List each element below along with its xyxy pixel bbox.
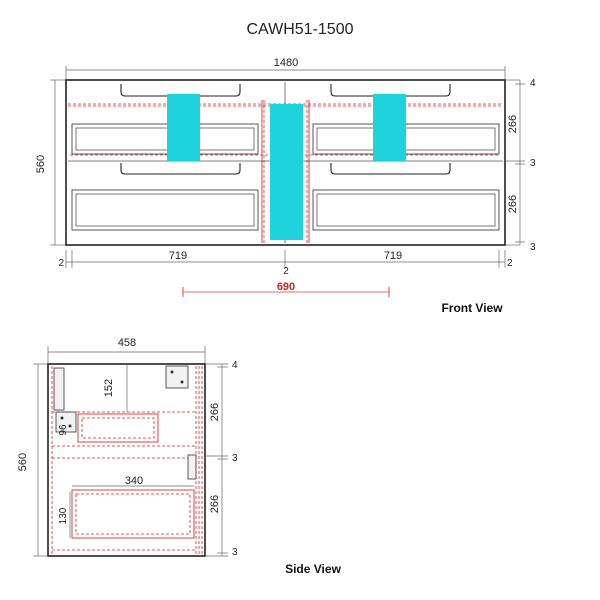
side-rear-wall-bracket — [53, 367, 65, 411]
front-plumbing-width-label: 690 — [277, 281, 295, 293]
front-top-gap-label: 4 — [530, 78, 536, 89]
front-left-edge-label: 2 — [58, 258, 64, 269]
front-upper-drawer-label: 266 — [507, 115, 519, 133]
side-view: 458 560 — [17, 337, 342, 576]
front-bottom-gap-label: 3 — [530, 242, 536, 253]
side-lower-drawer-depth-label: 340 — [125, 475, 143, 487]
side-upper-drawer-drop-label: 152 — [103, 379, 115, 397]
front-bottom-dimension-chain: 2 719 2 719 2 — [58, 250, 513, 277]
front-right-bay-label: 719 — [384, 250, 402, 262]
side-depth-label: 458 — [118, 337, 136, 349]
front-height-dimension: 560 — [35, 79, 66, 246]
side-mid-gap-label: 3 — [232, 453, 238, 464]
front-center-gap-label: 2 — [283, 266, 289, 277]
front-left-lower-handle — [120, 163, 241, 175]
side-right-dimension-chain: 4 266 3 266 3 — [205, 360, 238, 558]
side-lower-drawer-height-label: 130 — [58, 507, 69, 524]
side-bottom-gap-label: 3 — [232, 547, 238, 558]
front-plumbing-width-dimension: 690 — [182, 281, 390, 297]
side-runner-bracket — [187, 454, 197, 480]
front-mid-gap-label: 3 — [530, 158, 536, 169]
side-view-label: Side View — [285, 562, 341, 576]
side-height-label: 560 — [17, 453, 29, 471]
front-lower-drawer-label: 266 — [507, 195, 519, 213]
front-view: 1480 560 — [35, 57, 536, 315]
front-left-upper-drawer — [71, 123, 259, 155]
side-lower-drawer-label: 266 — [209, 495, 221, 513]
side-depth-dimension: 458 — [47, 337, 206, 364]
front-right-plumbing-zone — [373, 94, 406, 161]
front-right-lower-drawer — [312, 189, 500, 231]
front-cabinet-outline — [65, 79, 506, 246]
side-top-gap-label: 4 — [232, 360, 238, 371]
front-right-lower-handle — [330, 163, 451, 175]
side-front-bracket — [165, 365, 189, 389]
drawing-title: CAWH51-1500 — [246, 21, 353, 38]
side-lower-drawer — [71, 489, 195, 539]
front-right-dimension-chain: 4 266 3 266 3 — [505, 78, 536, 253]
side-upper-drawer-height-label: 96 — [58, 424, 69, 436]
front-left-bay-label: 719 — [169, 250, 187, 262]
front-view-label: Front View — [441, 301, 503, 315]
side-clearance-lines — [51, 366, 203, 554]
front-center-plumbing-zone — [270, 104, 303, 240]
front-height-label: 560 — [35, 155, 47, 173]
front-right-edge-label: 2 — [507, 258, 513, 269]
front-overall-width-dimension: 1480 — [65, 57, 506, 80]
side-cabinet-outline — [47, 363, 206, 557]
side-height-dimension: 560 — [17, 363, 48, 557]
front-left-plumbing-zone — [167, 94, 200, 161]
front-overall-width-label: 1480 — [274, 57, 298, 69]
front-left-lower-drawer — [71, 189, 259, 231]
side-upper-drawer — [77, 413, 159, 443]
side-upper-drawer-label: 266 — [209, 403, 221, 421]
